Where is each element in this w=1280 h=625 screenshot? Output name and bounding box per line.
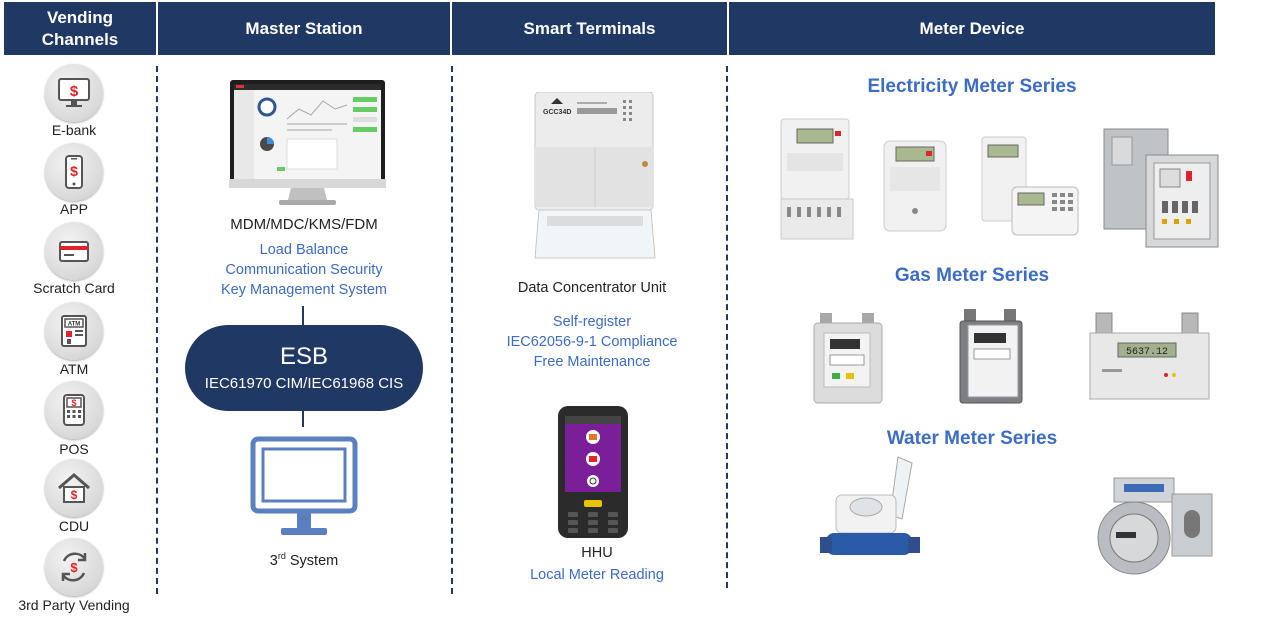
electricity-cabinet-image (1102, 127, 1225, 250)
dcu-label: Data Concentrator Unit (517, 280, 667, 296)
dcu-model-text: GCC34D (543, 109, 571, 116)
esb-title: ESB (279, 343, 329, 370)
gas-meter-1-image (810, 311, 886, 405)
hhu-device-image (556, 404, 630, 540)
house-dollar-icon: $ (45, 459, 103, 517)
card-icon (45, 222, 103, 280)
gas-meter-3-image: 5637.12 (1088, 311, 1211, 401)
electricity-series-title: Electricity Meter Series (867, 76, 1077, 97)
monitor-dollar-icon: $ (45, 64, 103, 122)
pos-icon: $ (45, 381, 103, 439)
svg-text:$: $ (71, 488, 78, 502)
vending-label-pos: POS (59, 441, 89, 457)
atm-icon: ATM (45, 302, 103, 360)
hhu-feature: Local Meter Reading (530, 567, 664, 583)
vending-label-atm: ATM (59, 361, 89, 377)
hhu-label: HHU (581, 545, 613, 561)
svg-text:$: $ (70, 83, 79, 100)
water-series-title: Water Meter Series (886, 428, 1058, 449)
electricity-meter-1-image (777, 117, 857, 243)
svg-text:ATM: ATM (68, 322, 81, 328)
gas-series-title: Gas Meter Series (894, 265, 1050, 286)
dcu-feature-self-register: Self-register (552, 314, 632, 330)
phone-dollar-icon: $ (45, 143, 103, 201)
water-meter-1-image (820, 455, 922, 571)
water-meter-2-image (1080, 470, 1216, 582)
header-vending-channels: Vending Channels (4, 2, 156, 55)
master-feature-comm-security: Communication Security (225, 262, 383, 278)
divider-3 (726, 66, 728, 588)
third-system-label: 3rd System (269, 551, 339, 569)
connector-line-bottom (302, 411, 304, 427)
master-feature-kms: Key Management System (220, 282, 388, 298)
dcu-feature-compliance: IEC62056-9-1 Compliance (506, 334, 678, 350)
dcu-feature-maintenance: Free Maintenance (533, 354, 651, 370)
master-feature-load-balance: Load Balance (259, 242, 349, 258)
header-meter-device: Meter Device (729, 2, 1215, 55)
refresh-dollar-icon: $ (45, 538, 103, 596)
vending-label-scratch-card: Scratch Card (33, 280, 115, 296)
svg-text:$: $ (70, 163, 78, 179)
header-smart-terminals: Smart Terminals (452, 2, 727, 55)
third-system-monitor-icon (250, 436, 358, 538)
gas-meter-display: 5637.12 (1126, 347, 1168, 358)
electricity-meter-2-image (882, 139, 948, 233)
svg-text:$: $ (70, 560, 78, 575)
divider-2 (451, 66, 453, 594)
esb-bus: ESB IEC61970 CIM/IEC61968 CIS (185, 325, 423, 411)
electricity-meter-3-image (976, 135, 1080, 237)
vending-label-cdu: CDU (58, 518, 90, 534)
vending-label-third-party: 3rd Party Vending (18, 597, 130, 613)
vending-label-app: APP (59, 201, 88, 217)
header-master-station: Master Station (158, 2, 450, 55)
gas-meter-2-image (956, 307, 1026, 405)
vending-label-ebank: E-bank (51, 122, 97, 138)
divider-1 (156, 66, 158, 594)
dashboard-monitor-image (229, 79, 386, 208)
connector-line-top (302, 306, 304, 325)
esb-subtitle: IEC61970 CIM/IEC61968 CIS (204, 375, 404, 392)
dcu-device-image: GCC34D (533, 91, 657, 262)
master-system-name: MDM/MDC/KMS/FDM (230, 216, 378, 233)
svg-text:$: $ (71, 398, 76, 408)
